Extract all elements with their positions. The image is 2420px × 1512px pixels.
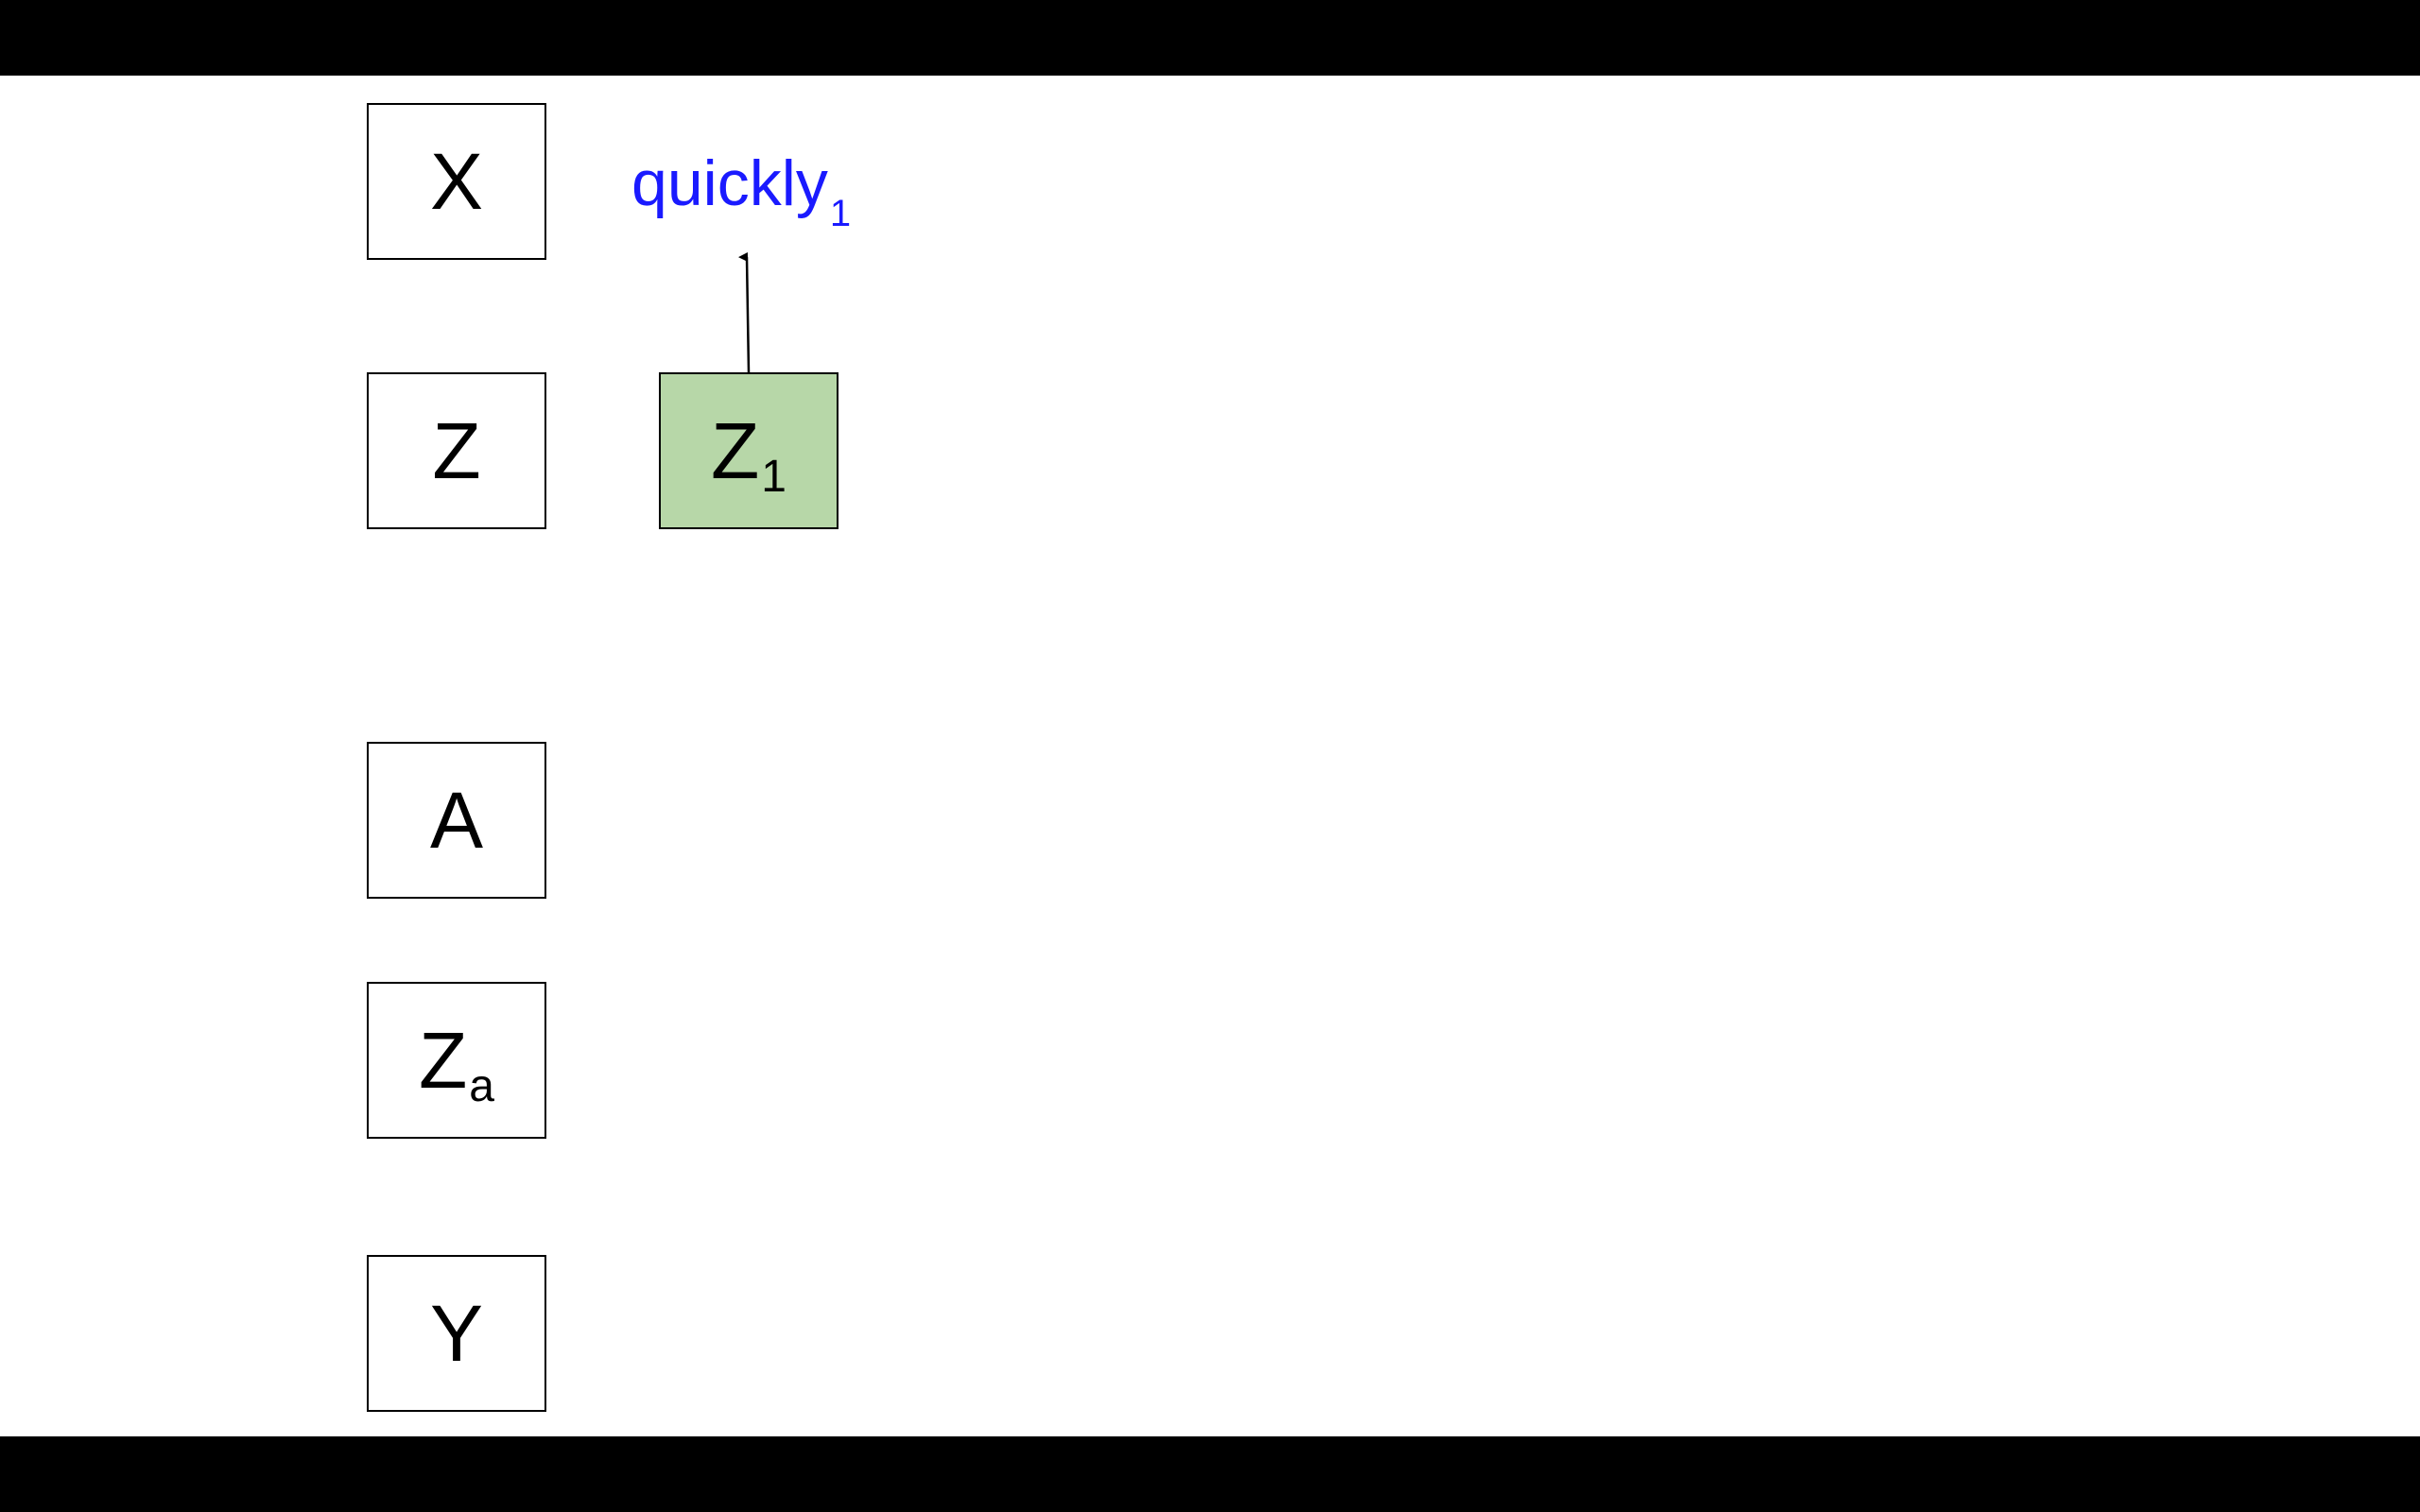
node-x-label: X bbox=[429, 137, 484, 226]
arrow-layer bbox=[738, 251, 751, 373]
node-z1-subscript: 1 bbox=[761, 452, 786, 502]
letterbox-top bbox=[0, 0, 2420, 76]
label-quickly: quickly1 bbox=[631, 151, 851, 232]
node-y-label: Y bbox=[429, 1289, 484, 1378]
letterbox-bottom bbox=[0, 1436, 2420, 1512]
node-z: Z bbox=[367, 372, 546, 529]
node-y: Y bbox=[367, 1255, 546, 1412]
node-z-label: Z bbox=[432, 406, 481, 495]
node-za-label: Z bbox=[418, 1016, 468, 1105]
node-za-subscript: a bbox=[469, 1061, 494, 1111]
arrow-z1-to-quickly bbox=[738, 251, 751, 373]
node-a-label: A bbox=[429, 776, 484, 865]
label-quickly-text: quickly bbox=[631, 147, 828, 219]
node-x: X bbox=[367, 103, 546, 260]
label-quickly-subscript: 1 bbox=[829, 193, 852, 234]
node-z1-label: Z bbox=[710, 406, 760, 495]
node-a: A bbox=[367, 742, 546, 899]
